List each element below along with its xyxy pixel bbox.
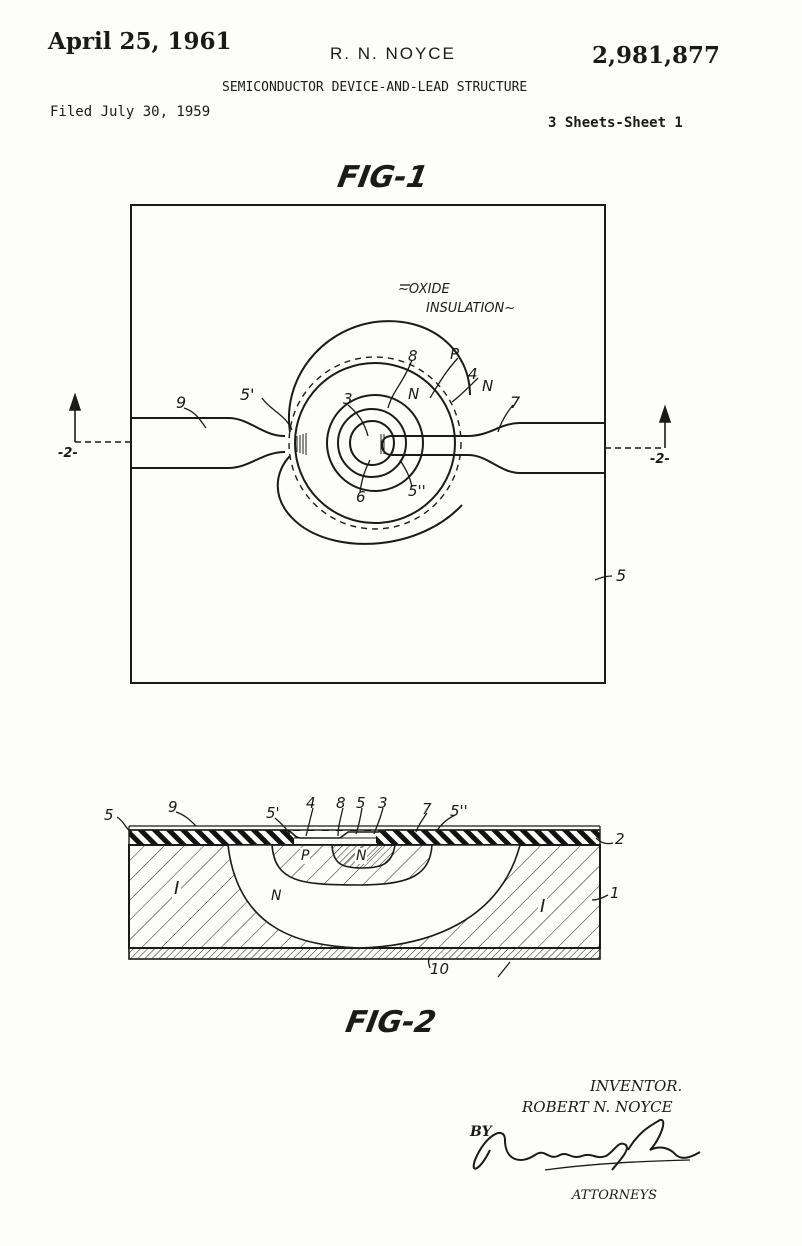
fig2-ref-5-double-prime: 5'' [450,802,468,820]
attorneys-label: ATTORNEYS [572,1188,658,1203]
fig1-left-lead-bottom [131,451,286,469]
fig1-p-region [294,362,456,524]
fig2-ref-7: 7 [422,800,432,818]
fig1-ref-5-prime: 5' [240,385,255,404]
fig2-ref-5-mid: 5 [356,794,366,812]
fig2-n-region-boundary [227,845,521,948]
fig1-ref-p: P [450,345,460,363]
fig1-ref-n-outer: N [482,377,494,395]
fig1-ref-6: 6 [356,488,366,506]
fig2-ref-10: 10 [430,960,450,978]
sheet-count: 3 Sheets-Sheet 1 [548,115,683,131]
patent-date: April 25, 1961 [48,28,232,55]
fig1-left-lead-top [131,417,286,437]
fig1-junction-boundary [288,356,462,530]
fig1-inner-ring-1 [337,408,407,478]
inventor-label: INVENTOR. [590,1077,683,1095]
fig2-ref-5-left: 5 [104,806,114,824]
fig2-ref-n-emitter: N [355,848,368,864]
fig1-right-lead-bottom [392,454,605,474]
fig1-contact-hatching [296,433,385,455]
patent-title: SEMICONDUCTOR DEVICE-AND-LEAD STRUCTURE [222,80,528,95]
inventor-header: R. N. NOYCE [330,44,456,63]
fig2-ref-i-left: I [172,878,182,899]
fig2-ref-4: 4 [306,794,316,812]
fig1-drawing [68,204,672,684]
fig2-ref-p: P [300,848,311,864]
fig1-ref-8: 8 [408,347,418,365]
fig1-inner-ring-2 [349,420,395,466]
fig2-drawing [116,807,614,978]
fig2-ref-n-region: N [270,888,283,904]
fig1-ref-n-inner: N [408,385,420,403]
patent-number: 2,981,877 [592,42,721,69]
fig2-ref-1: 1 [610,884,620,902]
fig1-ref-3: 3 [343,390,353,408]
fig1-ref-9: 9 [176,393,187,412]
fig2-ref-2: 2 [615,830,625,848]
fig1-leader-lines [183,284,613,581]
fig1-inner-tongue [380,435,393,456]
fig1-oxide-label-2: INSULATION~ [426,301,516,316]
fig1-n-region [326,394,424,492]
fig1-substrate-outline [130,204,606,684]
fig1-section-arrow-left [68,392,131,443]
fig1-outer-arc-bottom [276,455,463,545]
fig1-ref-5-double-prime: 5'' [408,482,426,500]
fig2-bottom-contact [128,947,601,960]
inventor-name: ROBERT N. NOYCE [522,1098,673,1116]
fig2-ref-8: 8 [336,794,346,812]
by-label: BY [470,1124,492,1140]
fig2-leader-lines [116,807,614,978]
fig2-ref-i-right: I [538,896,548,917]
fig2-ref-9: 9 [168,798,178,816]
fig1-oxide-label-1: ~OXIDE [398,282,450,297]
fig1-section-marker-left: -2- [58,446,78,461]
fig1-section-marker-right: -2- [650,452,670,467]
fig1-section-arrow-right [605,404,672,449]
fig1-outer-arc-top [287,320,471,433]
fig2-ref-3: 3 [378,794,388,812]
fig1-right-lead-top [392,422,605,437]
fig1-ref-4: 4 [468,365,478,383]
filed-date: Filed July 30, 1959 [50,104,211,120]
fig1-ref-7: 7 [510,393,521,412]
fig1-ref-5: 5 [616,566,627,585]
fig2-ref-5-prime: 5' [266,804,280,822]
